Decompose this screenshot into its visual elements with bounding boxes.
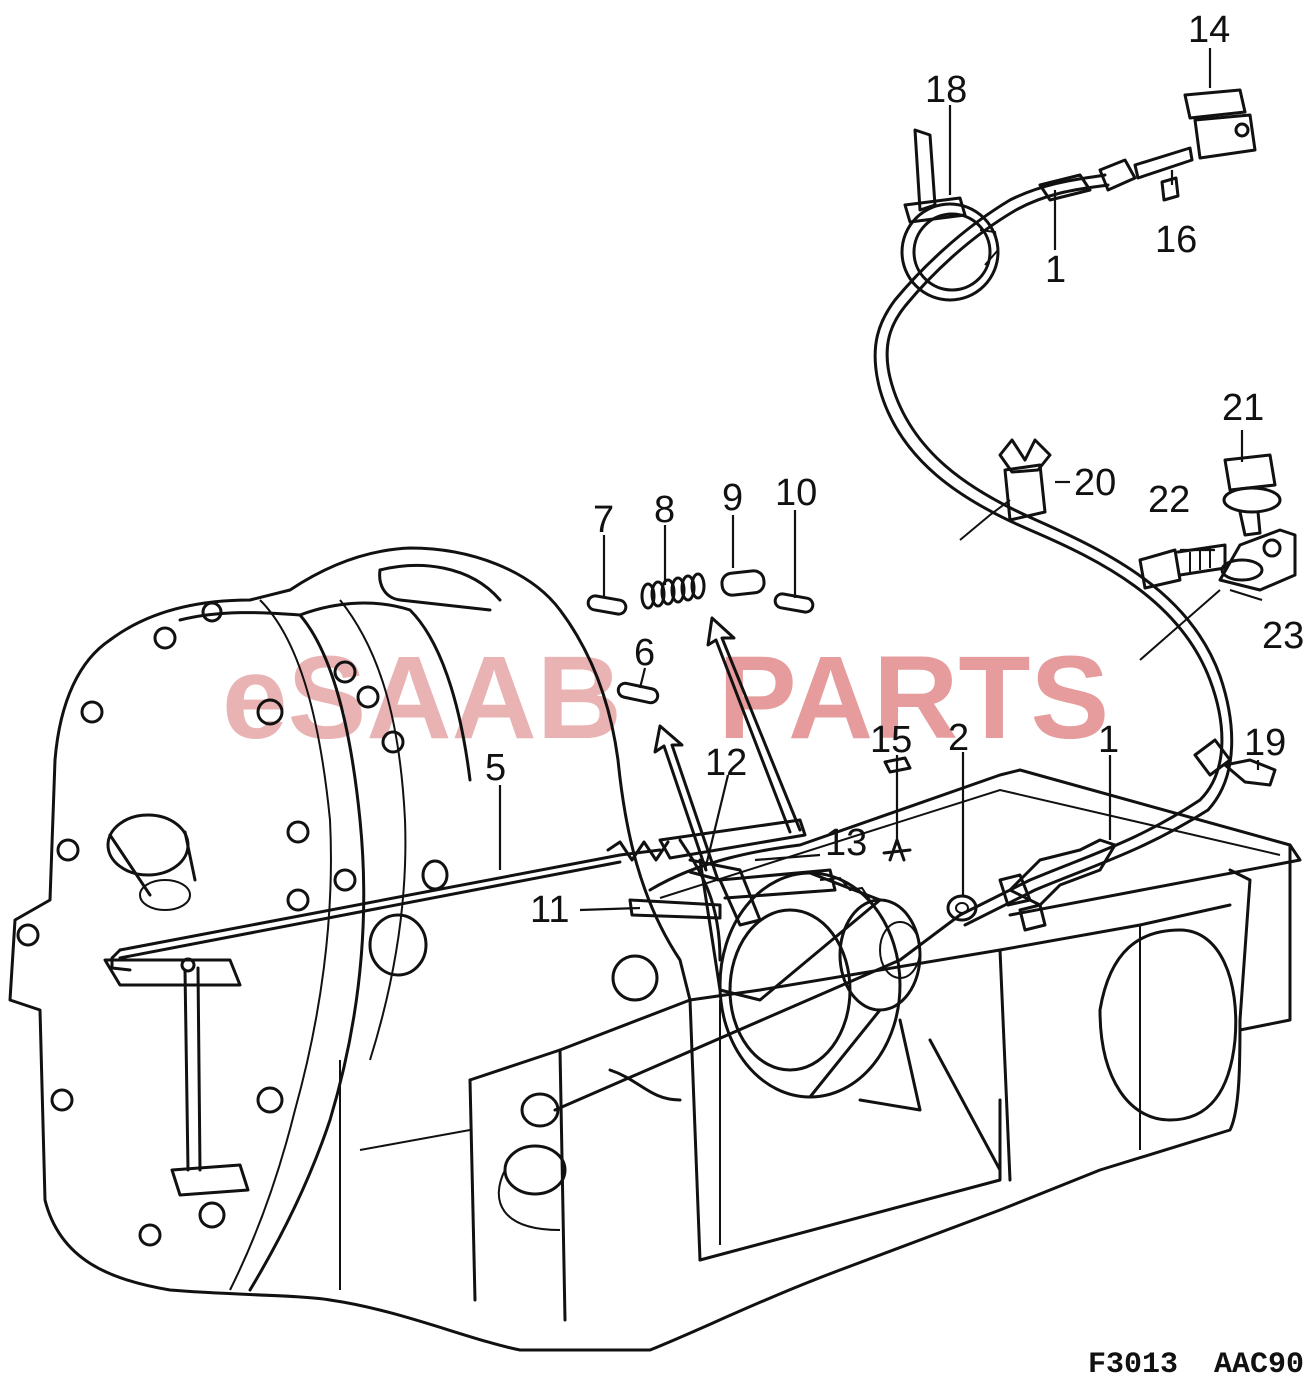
callout-16: 16 bbox=[1155, 219, 1197, 261]
figure-code: F3013 AAC90 bbox=[1088, 1348, 1304, 1382]
selector-linkage bbox=[103, 818, 962, 1197]
callout-1-lower: 1 bbox=[1098, 719, 1119, 761]
watermark-part1: eSAAB bbox=[222, 632, 622, 764]
callout-14: 14 bbox=[1188, 9, 1230, 51]
callout-21: 21 bbox=[1222, 387, 1264, 429]
watermark: eSAAB PARTS bbox=[222, 632, 1109, 764]
callout-13: 13 bbox=[825, 822, 867, 864]
callout-10: 10 bbox=[775, 472, 817, 514]
shift-cable bbox=[873, 88, 1297, 932]
callout-numbers: 14 18 16 1 21 20 22 23 19 1 2 15 7 8 9 1… bbox=[485, 9, 1304, 931]
callout-1-top: 1 bbox=[1045, 249, 1066, 291]
watermark-part2: PARTS bbox=[718, 632, 1109, 764]
callout-23: 23 bbox=[1262, 615, 1304, 657]
callout-7: 7 bbox=[593, 499, 614, 541]
callout-12: 12 bbox=[705, 742, 747, 784]
callout-15: 15 bbox=[870, 719, 912, 761]
leader-lines bbox=[498, 48, 1263, 912]
callout-6: 6 bbox=[634, 632, 655, 674]
transmission-housing bbox=[8, 546, 1302, 1352]
callout-20: 20 bbox=[1074, 462, 1116, 504]
callout-9: 9 bbox=[722, 477, 743, 519]
callout-22: 22 bbox=[1148, 479, 1190, 521]
callout-2: 2 bbox=[948, 717, 969, 759]
callout-8: 8 bbox=[654, 489, 675, 531]
callout-11: 11 bbox=[530, 889, 569, 931]
callout-18: 18 bbox=[925, 69, 967, 111]
spring-8 bbox=[640, 572, 706, 610]
spring-kit bbox=[586, 569, 815, 882]
callout-19: 19 bbox=[1244, 722, 1286, 764]
callout-5: 5 bbox=[485, 747, 506, 789]
